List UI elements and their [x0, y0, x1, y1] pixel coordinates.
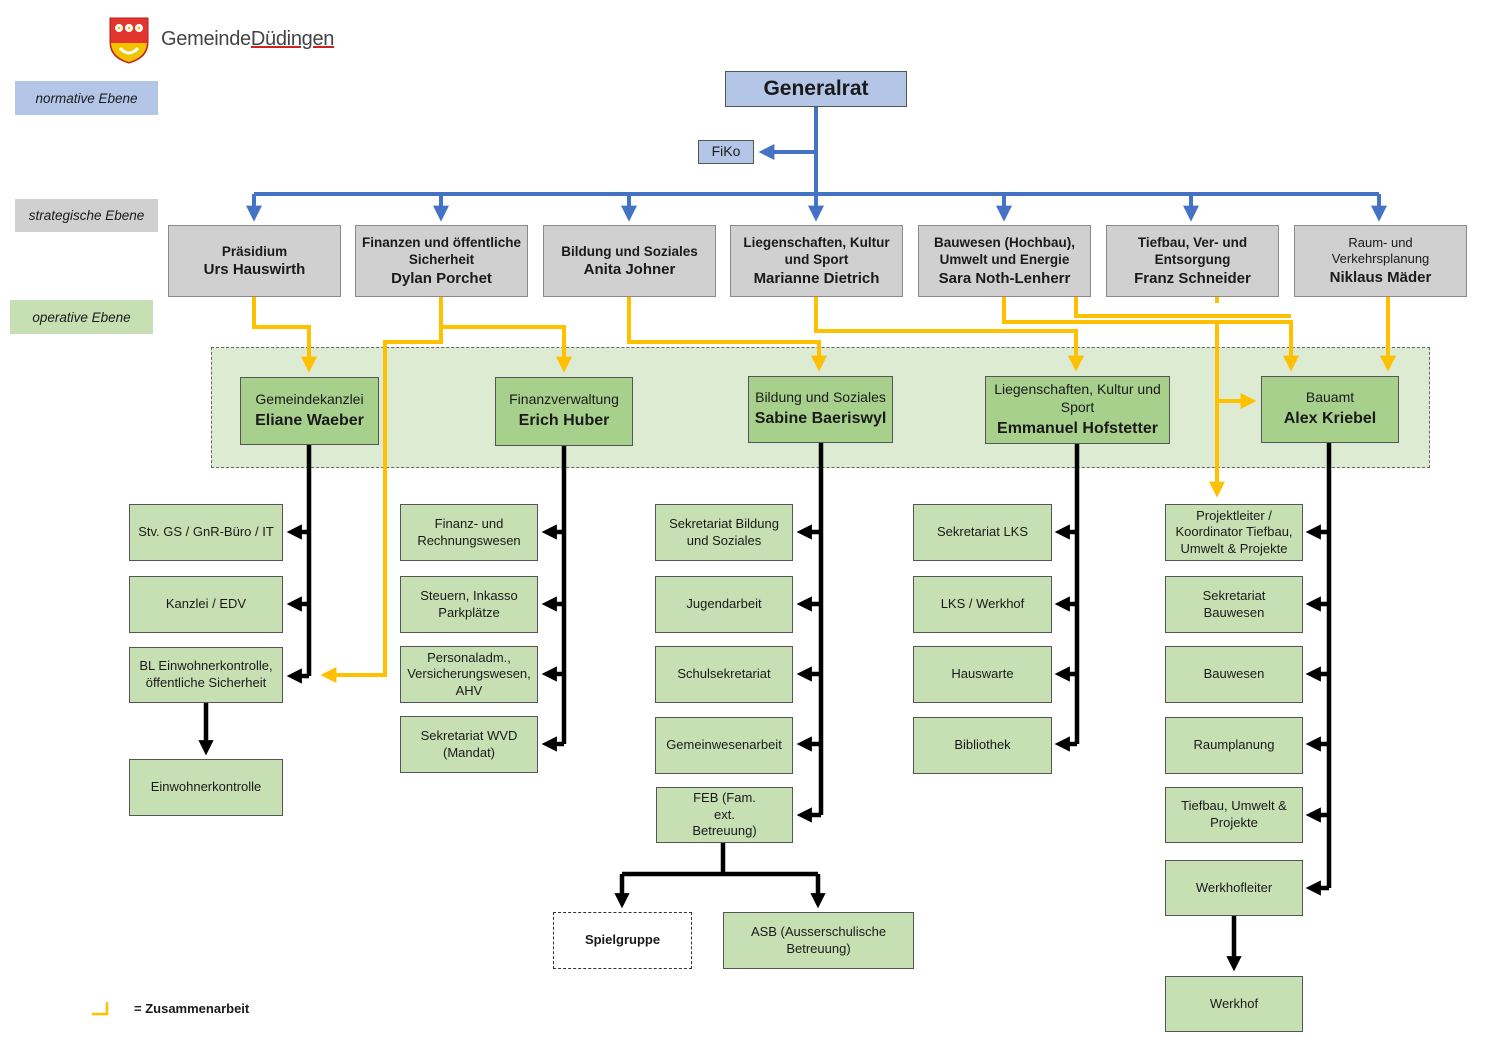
unit-steuern-inkasso: Steuern, Inkasso Parkplätze [400, 576, 538, 633]
unit-schulsekretariat: Schulsekretariat [655, 646, 793, 703]
legend: = Zusammenarbeit [90, 998, 249, 1018]
unit-kanzlei-edv: Kanzlei / EDV [129, 576, 283, 633]
unit-stv-gs: Stv. GS / GnR-Büro / IT [129, 504, 283, 561]
unit-sekretariat-wvd: Sekretariat WVD (Mandat) [400, 716, 538, 773]
unit-spielgruppe: Spielgruppe [553, 912, 692, 969]
unit-lks-werkhof: LKS / Werkhof [913, 576, 1052, 633]
level-normative: normative Ebene [15, 81, 158, 115]
level-strategic: strategische Ebene [15, 199, 158, 232]
unit-werkhofleiter: Werkhofleiter [1165, 860, 1303, 916]
legend-label: = Zusammenarbeit [134, 1000, 250, 1016]
unit-feb: FEB (Fam. ext. Betreuung) [656, 787, 793, 843]
unit-tiefbau-umwelt: Tiefbau, Umwelt & Projekte [1165, 787, 1303, 843]
unit-bauwesen: Bauwesen [1165, 646, 1303, 703]
coat-of-arms-icon [109, 17, 149, 64]
unit-werkhof: Werkhof [1165, 976, 1303, 1032]
collaboration-line-icon [92, 1002, 109, 1016]
unit-gemeinwesenarbeit: Gemeinwesenarbeit [655, 717, 793, 774]
unit-sekretariat-lks: Sekretariat LKS [913, 504, 1052, 561]
unit-hauswarte: Hauswarte [913, 646, 1052, 703]
unit-einwohnerkontrolle: Einwohnerkontrolle [129, 759, 283, 816]
unit-personaladm: Personaladm., Versicherungswesen, AHV [400, 646, 538, 703]
generalrat-box: Generalrat [725, 71, 907, 107]
logo-wordmark: GemeindeDüdingen [161, 28, 335, 50]
unit-asb: ASB (Ausserschulische Betreuung) [723, 912, 914, 969]
unit-projektleiter: Projektleiter / Koordinator Tiefbau, Umw… [1165, 504, 1303, 561]
unit-raumplanung: Raumplanung [1165, 717, 1303, 774]
unit-bibliothek: Bibliothek [913, 717, 1052, 774]
level-operative: operative Ebene [10, 300, 153, 334]
unit-jugendarbeit: Jugendarbeit [655, 576, 793, 633]
logo: GemeindeDüdingen [108, 16, 340, 70]
unit-sekretariat-bildung: Sekretariat Bildung und Soziales [655, 504, 793, 561]
fiko-box: FiKo [698, 140, 754, 164]
unit-sekretariat-bauwesen: Sekretariat Bauwesen [1165, 576, 1303, 633]
unit-bl-einwohnerkontrolle: BL Einwohnerkontrolle, öffentliche Siche… [129, 647, 283, 703]
unit-finanz-rechnungswesen: Finanz- und Rechnungswesen [400, 504, 538, 561]
